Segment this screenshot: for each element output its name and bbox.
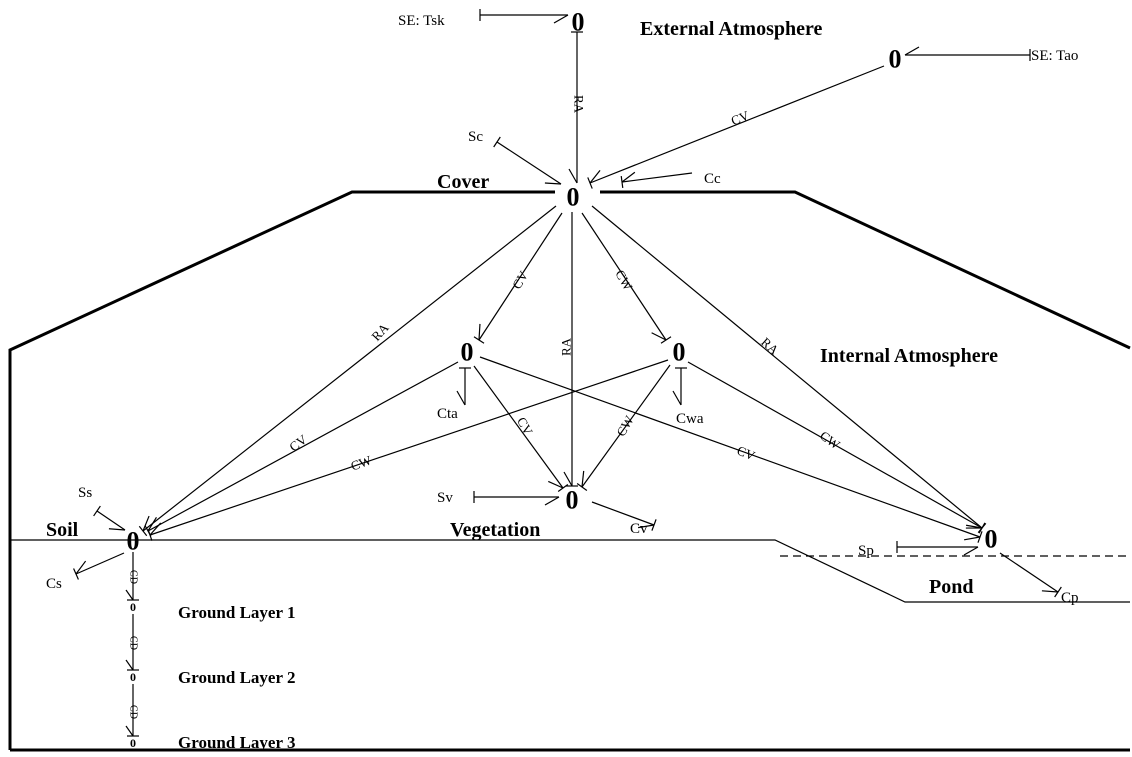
label-vegetation: Vegetation xyxy=(450,519,540,541)
label-ground-layer-3: Ground Layer 3 xyxy=(178,733,295,752)
bond-intleft-pond xyxy=(479,356,983,543)
bond-label-cd-3: CD xyxy=(128,705,139,719)
source-se-tsk: SE: Tsk xyxy=(398,13,445,29)
bond-sv-veg xyxy=(473,491,560,506)
bond-ss-soil xyxy=(93,505,126,531)
source-ss: Ss xyxy=(78,485,92,501)
bond-cover-veg xyxy=(563,212,578,487)
junction-soil: 0 xyxy=(127,527,140,556)
cap-cv: Cv xyxy=(630,521,648,537)
junction-cover: 0 xyxy=(567,183,580,212)
junction-external-top: 0 xyxy=(572,8,585,37)
bond-sp-pond xyxy=(896,541,979,556)
cap-cta: Cta xyxy=(437,406,458,422)
bond-intleft-veg xyxy=(473,365,569,493)
junction-external-right: 0 xyxy=(889,45,902,74)
source-sc: Sc xyxy=(468,129,483,145)
cap-cc: Cc xyxy=(704,171,721,187)
label-cover: Cover xyxy=(437,171,489,193)
bond-intright-cwa xyxy=(672,367,687,406)
junction-ground-3: 0 xyxy=(130,736,136,750)
bond-lines xyxy=(73,9,1062,737)
bond-label-cv-veg: CV xyxy=(514,414,536,438)
bond-cover-intright xyxy=(581,212,672,344)
bond-ground-3 xyxy=(125,684,139,737)
junction-vegetation: 0 xyxy=(566,486,579,515)
bond-pond-cp xyxy=(999,552,1062,598)
cap-cs: Cs xyxy=(46,576,62,592)
bond-intright-pond xyxy=(687,361,986,534)
bond-top-cover xyxy=(568,31,583,184)
label-external-atmosphere: External Atmosphere xyxy=(640,18,823,40)
bond-veg-cv xyxy=(591,501,657,531)
bond-soil-cs xyxy=(73,552,125,580)
bond-intleft-cta xyxy=(456,367,471,406)
ground-line xyxy=(10,539,1130,603)
cap-cwa: Cwa xyxy=(676,411,704,427)
greenhouse-outline xyxy=(8,190,1131,752)
bond-tsk-top xyxy=(479,9,569,24)
label-internal-atmosphere: Internal Atmosphere xyxy=(820,345,998,367)
bond-cover-soil xyxy=(138,205,557,537)
bond-label-cw-soil: CW xyxy=(349,452,374,474)
junction-ground-1: 0 xyxy=(130,600,136,614)
source-sv: Sv xyxy=(437,490,453,506)
bond-label-cv-soil: CV xyxy=(286,431,310,454)
bond-label-cv-external: CV xyxy=(729,107,752,128)
junction-internal-left: 0 xyxy=(461,338,474,367)
bond-ground-1 xyxy=(125,552,139,601)
label-soil: Soil xyxy=(46,519,79,541)
bond-label-cv-pond: CV xyxy=(735,443,758,464)
bond-sc-cover xyxy=(493,136,562,185)
bond-tao-right xyxy=(904,46,1031,61)
bond-label-ra-vertical-top: RA xyxy=(572,95,587,114)
junction-ground-2: 0 xyxy=(130,670,136,684)
bond-label-ra-vegetation: RA xyxy=(559,337,574,356)
label-ground-layer-1: Ground Layer 1 xyxy=(178,603,295,622)
bond-intright-veg xyxy=(576,364,671,491)
bond-label-ra-soil: RA xyxy=(368,320,392,344)
label-ground-layer-2: Ground Layer 2 xyxy=(178,668,295,687)
bond-intleft-cover xyxy=(473,212,563,344)
source-se-tao: SE: Tao xyxy=(1031,48,1078,64)
cap-cp: Cp xyxy=(1061,590,1079,606)
source-sp: Sp xyxy=(858,543,874,559)
bond-cover-cc xyxy=(620,171,693,189)
junction-internal-right: 0 xyxy=(673,338,686,367)
label-pond: Pond xyxy=(929,576,973,598)
bond-label-ra-pond: RA xyxy=(758,334,782,358)
bond-right-cover xyxy=(587,65,885,189)
bond-intright-soil xyxy=(147,359,669,541)
bond-label-cd-2: CD xyxy=(128,636,139,650)
bond-label-cw-pond: CW xyxy=(817,428,843,453)
bond-label-cd-1: CD xyxy=(128,570,139,584)
bond-ground-2 xyxy=(125,614,139,671)
junction-pond: 0 xyxy=(985,525,998,554)
